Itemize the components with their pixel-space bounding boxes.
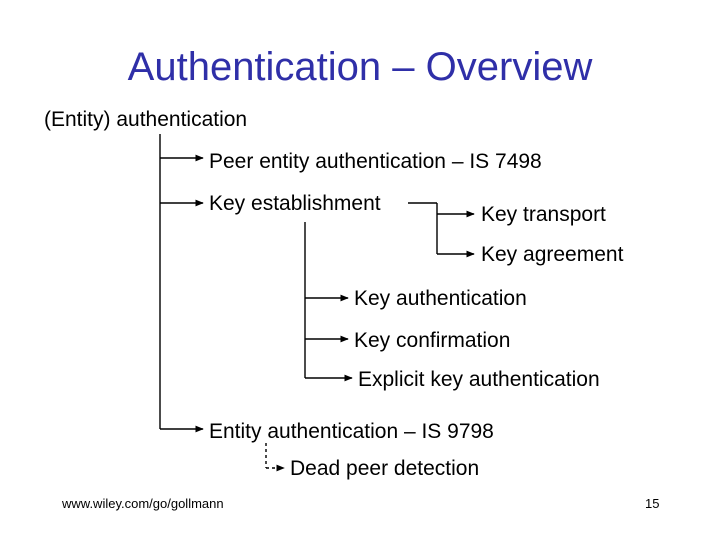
dead-peer-detection-label: Dead peer detection xyxy=(290,457,480,480)
key-agreement-label: Key agreement xyxy=(481,243,624,266)
footer-url: www.wiley.com/go/gollmann xyxy=(62,496,224,511)
root-label: (Entity) authentication xyxy=(44,108,248,131)
key-transport-label: Key transport xyxy=(481,203,606,226)
key-confirmation-label: Key confirmation xyxy=(354,329,511,352)
key-authentication-label: Key authentication xyxy=(354,287,527,310)
slide-title: Authentication – Overview xyxy=(127,45,593,89)
explicit-key-authentication-label: Explicit key authentication xyxy=(358,368,600,391)
peer-entity-authentication-label: Peer entity authentication – IS 7498 xyxy=(209,150,542,173)
page-number: 15 xyxy=(645,496,660,511)
key-establishment-label: Key establishment xyxy=(209,192,381,215)
entity-authentication-label: Entity authentication – IS 9798 xyxy=(209,420,494,443)
